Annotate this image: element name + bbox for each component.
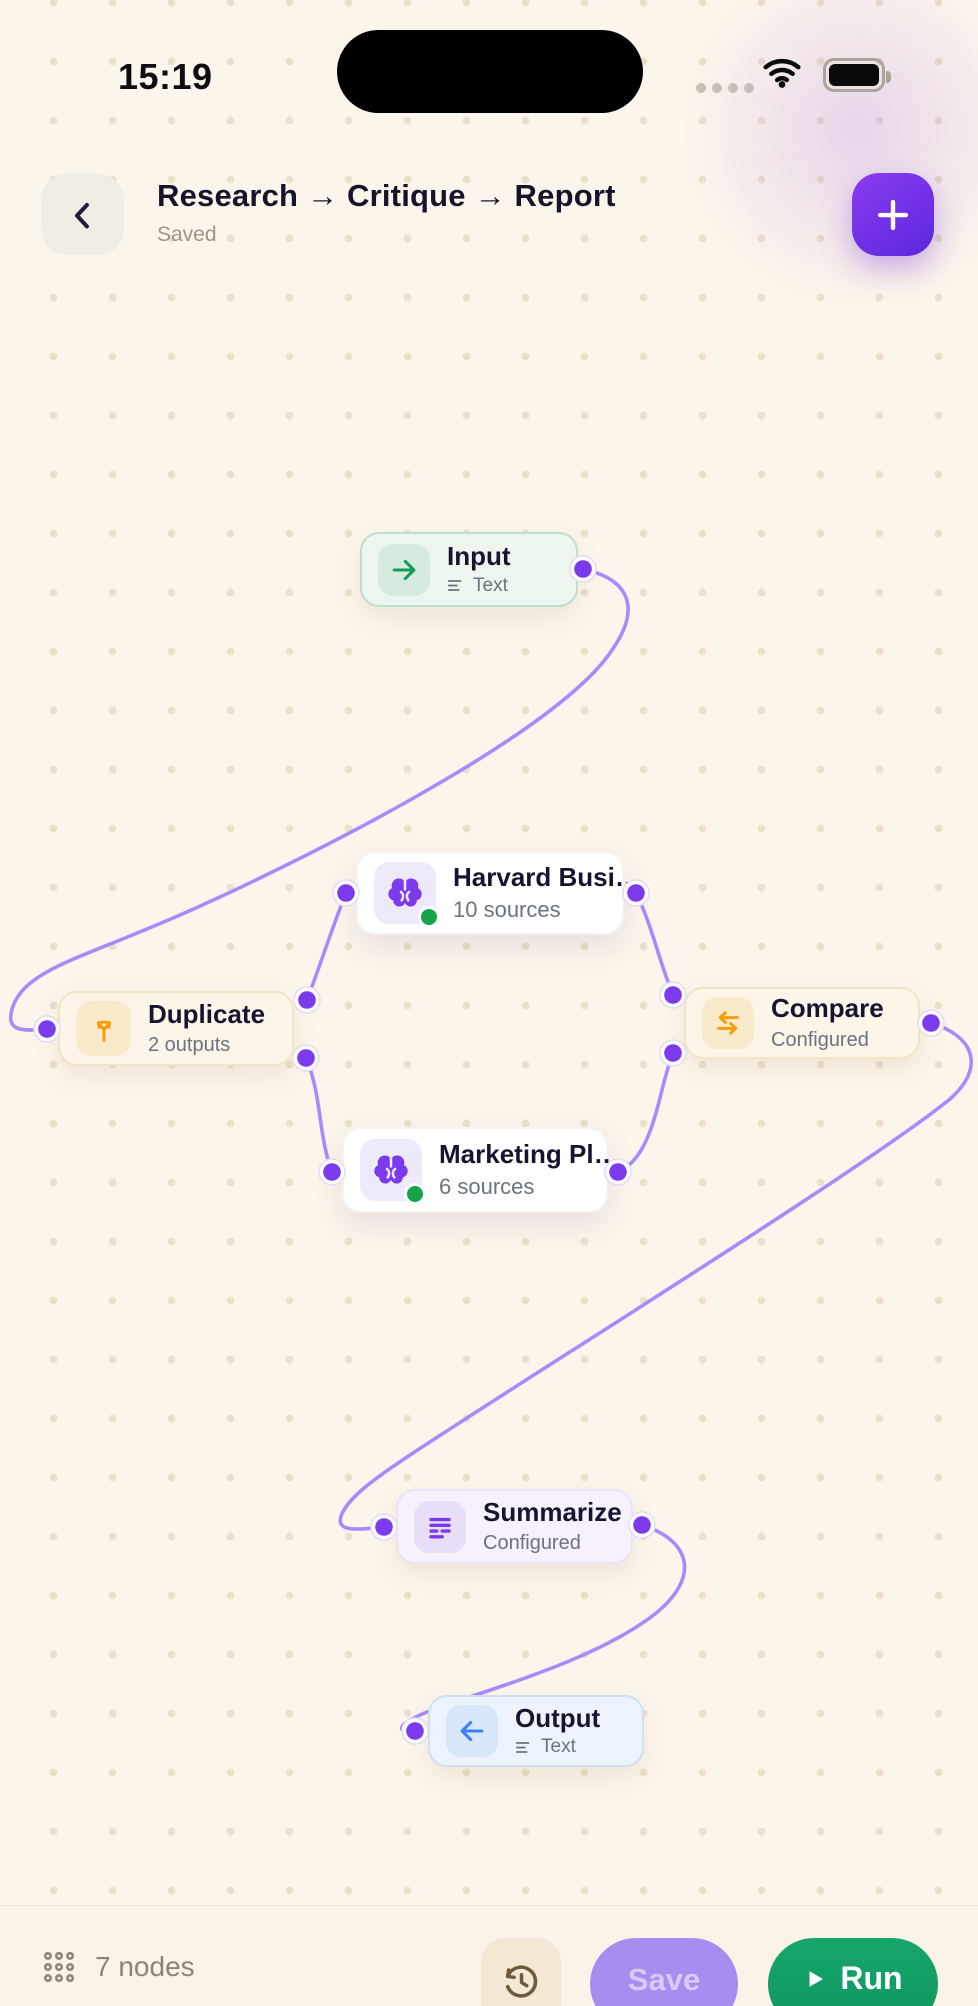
brain-icon	[374, 862, 440, 928]
plus-icon	[877, 199, 909, 230]
add-node-button[interactable]	[852, 173, 934, 256]
node-output[interactable]: Output Text	[428, 1695, 644, 1767]
save-button-label: Save	[627, 1962, 701, 1997]
run-button[interactable]: Run	[768, 1938, 938, 2006]
dynamic-island	[337, 30, 643, 113]
node-duplicate[interactable]: Duplicate 2 outputs	[58, 991, 294, 1066]
battery-icon	[823, 58, 891, 92]
configured-dot	[418, 906, 440, 928]
back-button[interactable]	[41, 174, 124, 255]
node-subtitle: 2 outputs	[148, 1034, 231, 1057]
node-input[interactable]: Input Text	[360, 532, 578, 607]
node-subtitle: Configured	[771, 1028, 869, 1051]
split-arrows-icon	[76, 1001, 131, 1056]
header: Research → Critique → Report Saved	[157, 178, 616, 247]
node-compare[interactable]: Compare Configured	[684, 987, 920, 1059]
page-title: Research → Critique → Report	[157, 178, 616, 213]
node-subtitle: Text	[541, 1736, 576, 1758]
node-marketing-knowledge[interactable]: Marketing Pl… 6 sources	[342, 1127, 620, 1213]
node-subtitle: 6 sources	[439, 1174, 535, 1200]
swap-arrows-icon	[702, 997, 754, 1049]
history-button[interactable]	[481, 1938, 561, 2006]
cellular-signal-icon	[696, 83, 754, 93]
node-title: Summarize	[483, 1496, 622, 1527]
node-count: 7 nodes	[40, 1948, 195, 1986]
flow-canvas[interactable]	[0, 260, 978, 1905]
wifi-icon	[762, 56, 802, 93]
node-title: Output	[515, 1702, 601, 1733]
brain-icon	[360, 1139, 426, 1205]
save-status: Saved	[157, 223, 217, 246]
node-harvard-knowledge[interactable]: Harvard Busi… 10 sources	[356, 851, 641, 935]
node-title: Harvard Busi…	[453, 861, 641, 892]
node-title: Marketing Pl…	[439, 1138, 620, 1169]
node-subtitle: Configured	[483, 1532, 581, 1555]
configured-dot	[404, 1183, 426, 1205]
chevron-left-icon	[74, 202, 89, 228]
play-icon	[809, 1971, 824, 1987]
history-clock-icon	[505, 1965, 538, 1998]
node-subtitle: 10 sources	[453, 897, 561, 923]
node-title: Duplicate	[148, 998, 266, 1029]
node-title: Input	[447, 541, 511, 572]
text-lines-icon	[414, 1500, 466, 1553]
arrow-right-icon	[378, 543, 430, 596]
node-summarize[interactable]: Summarize Configured	[396, 1489, 633, 1564]
dot-grid-icon	[43, 1951, 75, 1983]
run-button-label: Run	[840, 1960, 903, 1996]
node-title: Compare	[771, 993, 884, 1024]
clock-time: 15:19	[118, 56, 213, 97]
node-subtitle: Text	[473, 574, 508, 596]
arrow-left-icon	[446, 1705, 498, 1757]
text-type-icon	[447, 580, 462, 592]
status-bar: 15:19	[0, 0, 978, 120]
node-count-label: 7 nodes	[95, 1951, 195, 1982]
text-type-icon	[515, 1742, 530, 1753]
save-button[interactable]: Save	[590, 1938, 738, 2006]
